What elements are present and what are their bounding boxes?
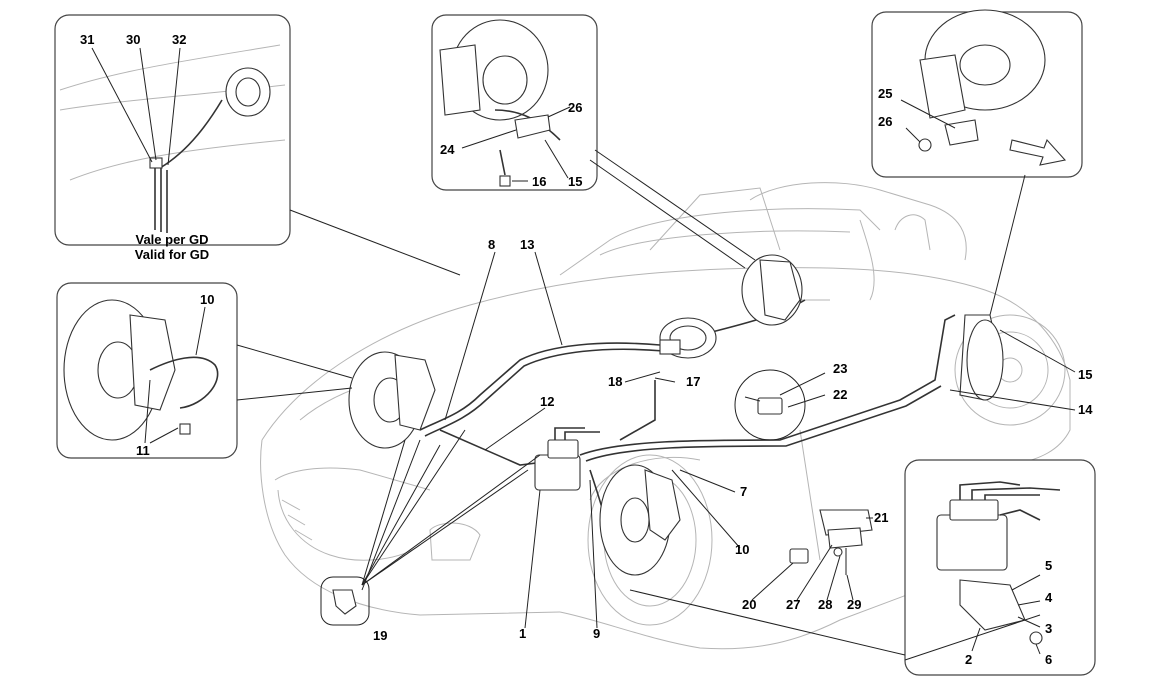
callout-12: 12 bbox=[540, 394, 554, 409]
front-right-brake-disc bbox=[599, 464, 681, 576]
detail-panel-rear-left-caliper bbox=[431, 14, 598, 191]
callout-20: 20 bbox=[742, 597, 756, 612]
callout-13: 13 bbox=[520, 237, 534, 252]
callout-3: 3 bbox=[1045, 621, 1052, 636]
callout-19: 19 bbox=[373, 628, 387, 643]
detail-panel-rear-right-caliper bbox=[871, 9, 1083, 178]
callout-9: 9 bbox=[593, 626, 600, 641]
connector-lines bbox=[236, 149, 1041, 661]
callout-30: 30 bbox=[126, 32, 140, 47]
callout-28: 28 bbox=[818, 597, 832, 612]
callout-5: 5 bbox=[1045, 558, 1052, 573]
callout-numbers: 31 30 32 26 24 16 15 25 26 8 13 10 11 12… bbox=[80, 32, 1093, 667]
callout-26: 26 bbox=[878, 114, 892, 129]
clip-detail bbox=[320, 576, 370, 626]
callout-16: 16 bbox=[532, 174, 546, 189]
callout-10: 10 bbox=[200, 292, 214, 307]
callout-27: 27 bbox=[786, 597, 800, 612]
callout-18: 18 bbox=[608, 374, 622, 389]
callout-32: 32 bbox=[172, 32, 186, 47]
callout-15: 15 bbox=[1078, 367, 1092, 382]
callout-23: 23 bbox=[833, 361, 847, 376]
leader-lines bbox=[361, 251, 1076, 629]
gd-validity-note: Vale per GD Valid for GD bbox=[135, 232, 209, 262]
detail-panel-abs-unit bbox=[904, 459, 1096, 676]
callout-29: 29 bbox=[847, 597, 861, 612]
callout-6: 6 bbox=[1045, 652, 1052, 667]
rear-right-caliper bbox=[959, 314, 1004, 401]
note-line-italian: Vale per GD bbox=[136, 232, 209, 247]
brake-booster bbox=[659, 317, 717, 359]
abs-unit bbox=[534, 427, 600, 491]
callout-4: 4 bbox=[1045, 590, 1053, 605]
rear-left-caliper bbox=[741, 254, 803, 326]
sensor-detail-circle bbox=[734, 369, 806, 441]
callout-1: 1 bbox=[519, 626, 526, 641]
callout-22: 22 bbox=[833, 387, 847, 402]
callout-10: 10 bbox=[735, 542, 749, 557]
note-line-english: Valid for GD bbox=[135, 247, 209, 262]
callout-11: 11 bbox=[136, 443, 150, 458]
callout-7: 7 bbox=[740, 484, 747, 499]
callout-21: 21 bbox=[874, 510, 888, 525]
callout-14: 14 bbox=[1078, 402, 1093, 417]
callout-26: 26 bbox=[568, 100, 582, 115]
callout-17: 17 bbox=[686, 374, 700, 389]
detail-panel-gd bbox=[54, 14, 291, 246]
callout-31: 31 bbox=[80, 32, 94, 47]
relay-bracket bbox=[789, 509, 873, 575]
callout-24: 24 bbox=[440, 142, 455, 157]
detail-panel-front-left-disc bbox=[56, 282, 238, 459]
callout-25: 25 bbox=[878, 86, 892, 101]
front-left-brake-disc bbox=[348, 351, 436, 449]
callout-8: 8 bbox=[488, 237, 495, 252]
callout-2: 2 bbox=[965, 652, 972, 667]
callout-15: 15 bbox=[568, 174, 582, 189]
